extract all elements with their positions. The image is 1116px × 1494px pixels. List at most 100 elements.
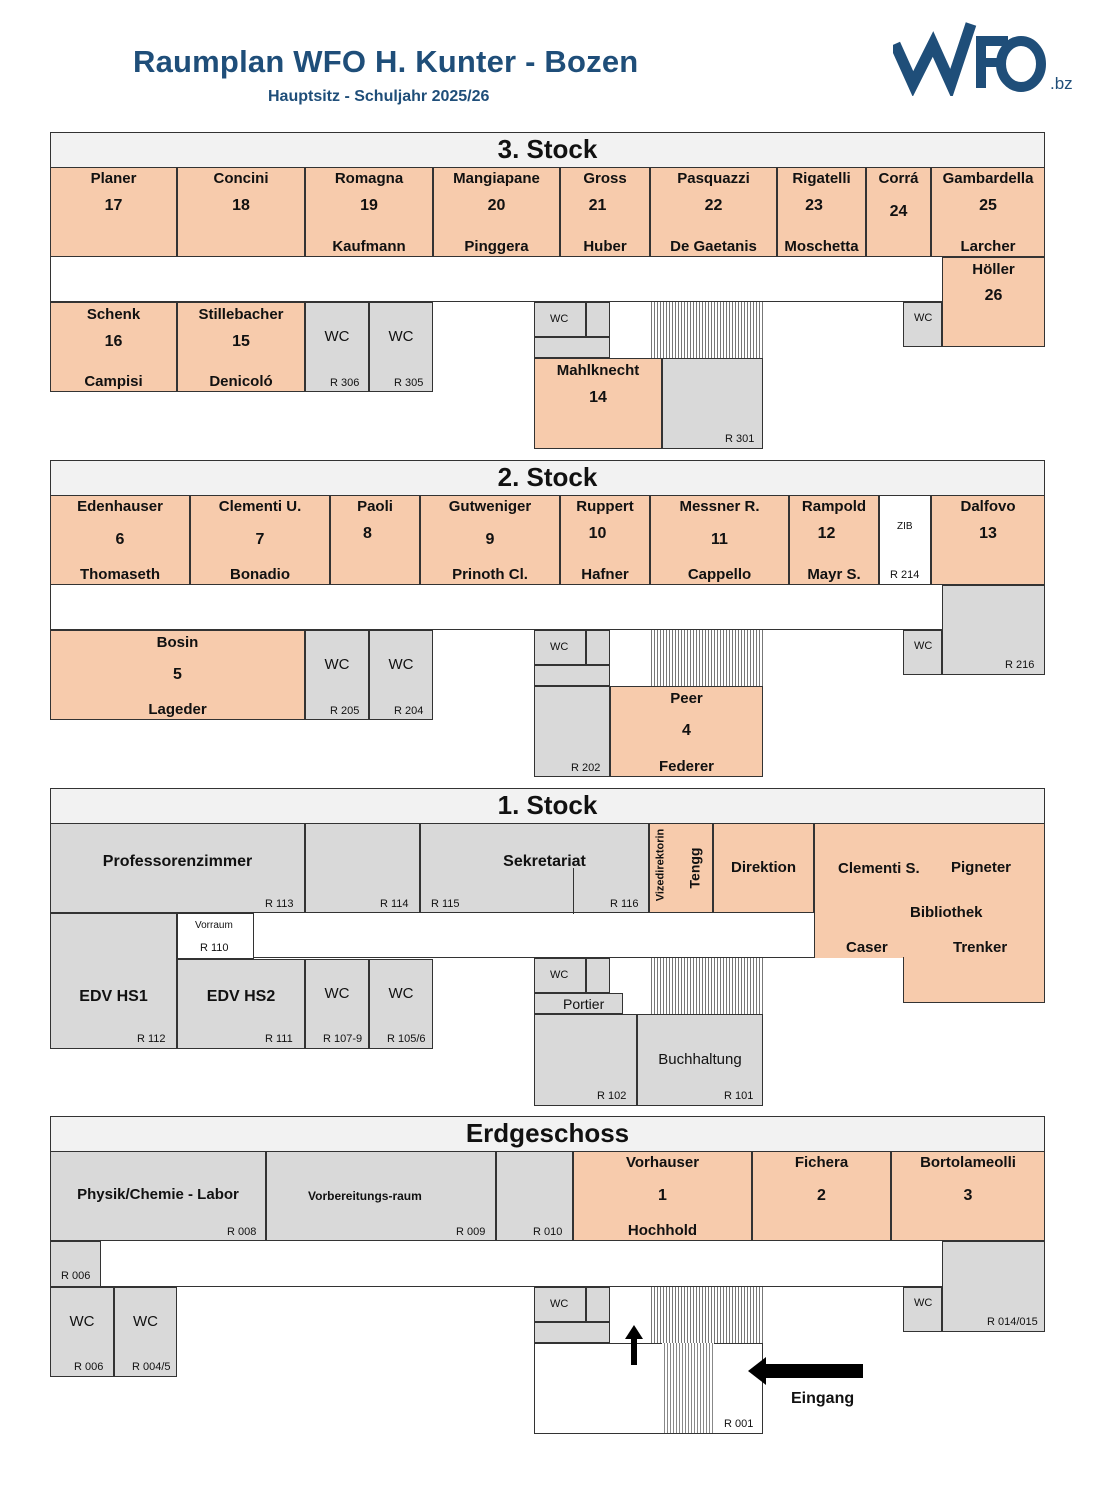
- room-label: Sekretariat: [503, 853, 586, 870]
- wc-right[interactable]: WC: [903, 630, 942, 675]
- room-edv-hs1[interactable]: EDV HS1 R 112: [50, 913, 177, 1049]
- room-4[interactable]: Peer 4 Federer: [610, 686, 763, 777]
- core-shaft: [586, 302, 610, 337]
- room-vorbereitungsraum[interactable]: Vorbereitungs-raum R 009: [266, 1151, 496, 1241]
- wc-right[interactable]: WC: [903, 1287, 942, 1332]
- room-number: 16: [104, 333, 123, 350]
- room-teacher: Edenhauser: [77, 498, 163, 515]
- wc-r205[interactable]: WC R 205: [305, 630, 369, 720]
- room-15[interactable]: Stillebacher 15 Denicoló: [177, 302, 305, 392]
- room-teacher: Pigneter: [951, 859, 1012, 876]
- room-teacher: Messner R.: [679, 498, 760, 515]
- room-label: Buchhaltung: [658, 1051, 742, 1068]
- room-3[interactable]: Bortolameolli 3: [891, 1151, 1045, 1241]
- room-23[interactable]: Rigatelli 23 Moschetta: [777, 167, 866, 257]
- room-13[interactable]: Dalfovo 13: [931, 495, 1045, 585]
- wc-right[interactable]: WC: [903, 302, 942, 347]
- room-label: Vizedirektorin: [654, 828, 667, 902]
- room-16[interactable]: Schenk 16 Campisi: [50, 302, 177, 392]
- room-portier[interactable]: Portier: [534, 993, 623, 1014]
- wc-r105[interactable]: WC R 105/6: [369, 959, 433, 1049]
- room-9[interactable]: Gutweniger 9 Prinoth Cl.: [420, 495, 560, 585]
- room-direktion[interactable]: Direktion: [713, 823, 814, 913]
- room-number: 25: [979, 197, 997, 214]
- wc-r305[interactable]: WC R 305: [369, 302, 433, 392]
- room-vorraum[interactable]: Vorraum R 110: [177, 913, 254, 959]
- room-1[interactable]: Vorhauser 1 Hochhold: [573, 1151, 752, 1241]
- room-17[interactable]: Planer 17: [50, 167, 177, 257]
- room-teacher-2: De Gaetanis: [670, 238, 757, 255]
- room-bibliothek[interactable]: Clementi S. Pigneter Bibliothek Caser Tr…: [814, 823, 1045, 958]
- room-edv-hs2[interactable]: EDV HS2 R 111: [177, 959, 305, 1049]
- wc-r204[interactable]: WC R 204: [369, 630, 433, 720]
- room-labor[interactable]: Physik/Chemie - Labor R 008: [50, 1151, 266, 1241]
- room-r010[interactable]: R 010: [496, 1151, 573, 1241]
- room-buchhaltung[interactable]: Buchhaltung R 101: [637, 1014, 763, 1106]
- room-r114[interactable]: R 114: [305, 823, 420, 913]
- wc-r306[interactable]: WC R 306: [305, 302, 369, 392]
- room-18[interactable]: Concini 18: [177, 167, 305, 257]
- core-shaft: [586, 1287, 610, 1322]
- wc-core[interactable]: WC: [534, 630, 586, 665]
- room-number: 22: [704, 197, 723, 214]
- room-11[interactable]: Messner R. 11 Cappello: [650, 495, 789, 585]
- room-5[interactable]: Bosin 5 Lageder: [50, 630, 305, 720]
- room-22[interactable]: Pasquazzi 22 De Gaetanis: [650, 167, 777, 257]
- room-professorenzimmer[interactable]: Professorenzimmer R 113: [50, 823, 305, 913]
- room-vizedirektorin[interactable]: Vizedirektorin Tengg: [649, 823, 713, 913]
- room-r102[interactable]: R 102: [534, 1014, 637, 1106]
- room-code: R 301: [725, 433, 755, 445]
- room-26[interactable]: Höller 26: [942, 257, 1045, 347]
- room-20[interactable]: Mangiapane 20 Pinggera: [433, 167, 560, 257]
- room-8[interactable]: Paoli 8: [330, 495, 420, 585]
- wc-label: WC: [550, 969, 569, 981]
- room-teacher: Concini: [213, 170, 269, 187]
- room-number: 8: [363, 525, 372, 542]
- room-label: Bibliothek: [910, 904, 983, 921]
- wfo-logo: .bz: [889, 14, 1083, 100]
- room-code: R 305: [394, 377, 424, 389]
- room-6[interactable]: Edenhauser 6 Thomaseth: [50, 495, 190, 585]
- room-r216[interactable]: R 216: [942, 585, 1045, 675]
- entrance-arrow-shaft: [764, 1364, 863, 1378]
- room-12[interactable]: Rampold 12 Mayr S.: [789, 495, 879, 585]
- room-r001[interactable]: R 001: [534, 1343, 763, 1434]
- room-7[interactable]: Clementi U. 7 Bonadio: [190, 495, 330, 585]
- wc-r006[interactable]: WC R 006: [50, 1287, 114, 1377]
- room-number: 13: [979, 525, 997, 542]
- entrance-label: Eingang: [791, 1390, 855, 1407]
- wc-r107[interactable]: WC R 107-9: [305, 959, 369, 1049]
- room-14[interactable]: Mahlknecht 14: [534, 358, 662, 449]
- wc-r004[interactable]: WC R 004/5: [114, 1287, 177, 1377]
- room-r006-hall[interactable]: R 006: [50, 1241, 101, 1287]
- room-code: R 008: [227, 1226, 257, 1238]
- room-teacher: Bosin: [156, 634, 199, 651]
- room-number: 4: [682, 722, 691, 739]
- room-10[interactable]: Ruppert 10 Hafner: [560, 495, 650, 585]
- room-number: 10: [588, 525, 607, 542]
- room-label: EDV HS1: [79, 988, 148, 1005]
- room-r202[interactable]: R 202: [534, 686, 610, 777]
- floor1-header: 1. Stock: [50, 788, 1045, 824]
- room-bibliothek-extension: [903, 957, 1045, 1003]
- room-2[interactable]: Fichera 2: [752, 1151, 891, 1241]
- room-25[interactable]: Gambardella 25 Larcher: [931, 167, 1045, 257]
- room-r301[interactable]: R 301: [662, 358, 763, 449]
- wc-label: WC: [550, 641, 569, 653]
- entrance-arrow-icon: [748, 1357, 766, 1385]
- room-r014[interactable]: R 014/015: [942, 1241, 1045, 1332]
- room-teacher: Trenker: [953, 939, 1008, 956]
- staircase: [649, 1287, 763, 1343]
- room-zib[interactable]: ZIB R 214: [879, 495, 931, 585]
- wc-core[interactable]: WC: [534, 958, 586, 993]
- wc-core[interactable]: WC: [534, 1287, 586, 1322]
- room-number: 12: [817, 525, 836, 542]
- core-hall: [534, 665, 610, 686]
- room-code: R 112: [137, 1033, 166, 1045]
- room-24[interactable]: Corrá 24: [866, 167, 931, 257]
- room-21[interactable]: Gross 21 Huber: [560, 167, 650, 257]
- room-19[interactable]: Romagna 19 Kaufmann: [305, 167, 433, 257]
- room-teacher: Mangiapane: [453, 170, 540, 187]
- wc-core[interactable]: WC: [534, 302, 586, 337]
- room-sekretariat[interactable]: Sekretariat R 115 R 116: [420, 823, 649, 914]
